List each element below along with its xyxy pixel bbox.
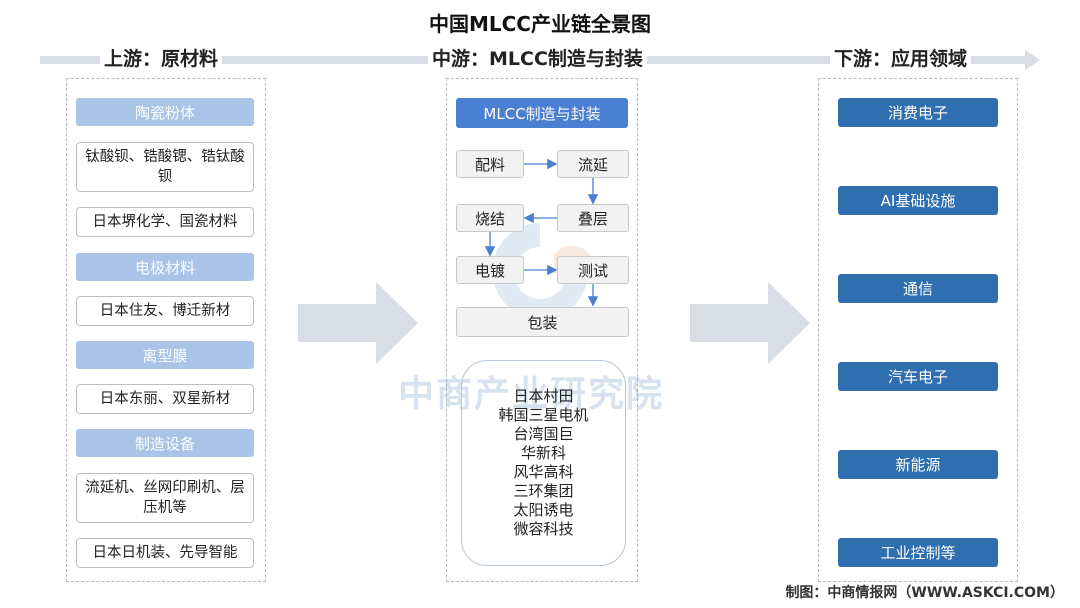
- company-item: 风华高科: [513, 463, 574, 481]
- app-communication: 通信: [838, 274, 998, 303]
- company-item: 日本村田: [513, 387, 574, 405]
- company-item: 微容科技: [513, 520, 574, 538]
- group-ceramic-powder: 陶瓷粉体: [76, 98, 254, 126]
- upstream-item: 钛酸钡、锆酸锶、锆钛酸钡: [76, 142, 254, 192]
- upstream-item: 日本堺化学、国瓷材料: [76, 207, 254, 237]
- big-arrow-1: [298, 282, 418, 364]
- app-ai-infrastructure: AI基础设施: [838, 186, 998, 215]
- step-stacking: 叠层: [557, 204, 629, 232]
- upstream-item: 流延机、丝网印刷机、层压机等: [76, 473, 254, 523]
- upstream-panel: [66, 78, 266, 582]
- step-sintering: 烧结: [456, 204, 524, 232]
- source-credit: 制图：中商情报网（WWW.ASKCI.COM）: [785, 585, 1064, 601]
- midstream-panel: [446, 78, 638, 582]
- step-testing: 测试: [557, 256, 629, 284]
- company-item: 太阳诱电: [513, 501, 574, 519]
- company-item: 韩国三星电机: [498, 406, 589, 424]
- midstream-heading: 中游：MLCC制造与封装: [428, 44, 647, 71]
- app-industrial-control: 工业控制等: [838, 538, 998, 567]
- upstream-item: 日本住友、博迁新材: [76, 296, 254, 326]
- upstream-item: 日本东丽、双星新材: [76, 384, 254, 414]
- company-item: 华新科: [520, 444, 566, 462]
- step-packaging: 包装: [456, 307, 629, 337]
- upstream-item: 日本日机装、先导智能: [76, 538, 254, 568]
- big-arrow-2: [690, 282, 810, 364]
- company-list: 日本村田 韩国三星电机 台湾国巨 华新科 风华高科 三环集团 太阳诱电 微容科技: [461, 360, 626, 566]
- downstream-panel: [818, 78, 1018, 582]
- group-release-film: 离型膜: [76, 341, 254, 369]
- upstream-heading: 上游：原材料: [100, 44, 223, 71]
- page-title: 中国MLCC产业链全景图: [428, 12, 651, 36]
- midstream-title: MLCC制造与封装: [456, 98, 628, 128]
- group-equipment: 制造设备: [76, 429, 254, 457]
- process-arrows: [484, 158, 599, 307]
- app-new-energy: 新能源: [838, 450, 998, 479]
- step-batching: 配料: [456, 150, 524, 178]
- app-consumer-electronics: 消费电子: [838, 98, 998, 127]
- step-plating: 电镀: [456, 256, 524, 284]
- company-item: 台湾国巨: [513, 425, 574, 443]
- group-electrode: 电极材料: [76, 253, 254, 281]
- app-automotive: 汽车电子: [838, 362, 998, 391]
- company-item: 三环集团: [513, 482, 574, 500]
- downstream-heading: 下游：应用领域: [830, 44, 972, 71]
- step-casting: 流延: [557, 150, 629, 178]
